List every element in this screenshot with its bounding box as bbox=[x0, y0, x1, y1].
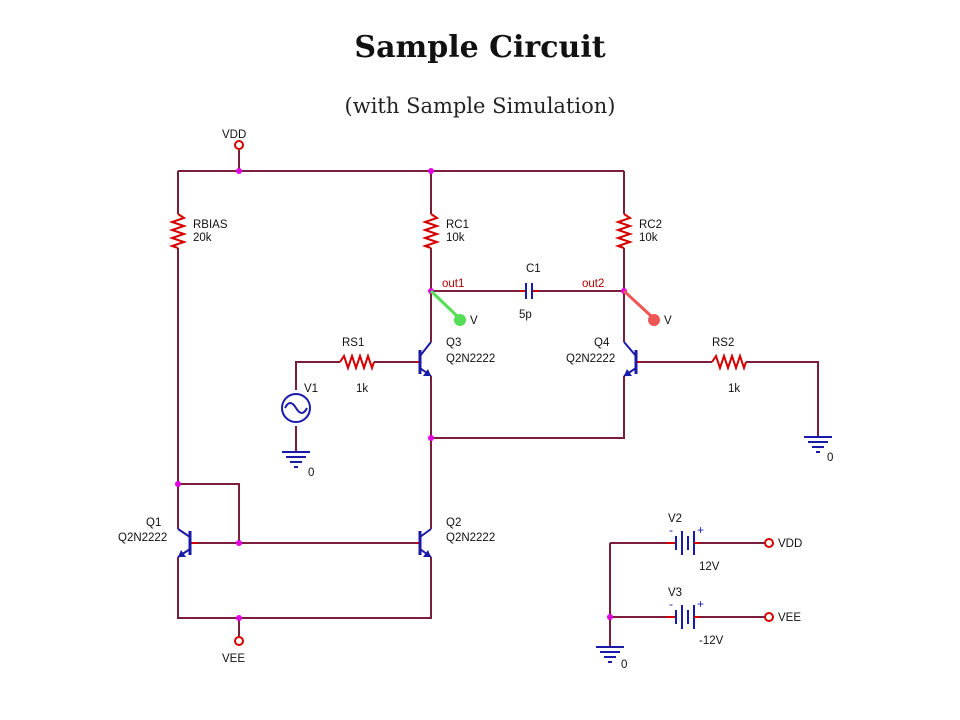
rbias-name: RBIAS bbox=[193, 219, 228, 231]
rc2-name: RC2 bbox=[639, 219, 662, 231]
ground-label: 0 bbox=[308, 467, 314, 479]
wire-rs2-ground bbox=[746, 361, 819, 436]
page-title: Sample Circuit bbox=[354, 30, 606, 65]
vee-bottom-label: VEE bbox=[222, 653, 245, 665]
v1-name: V1 bbox=[304, 383, 318, 395]
q2-name: Q2 bbox=[446, 517, 461, 529]
ground-label: 0 bbox=[827, 452, 833, 464]
svg-text:+: + bbox=[697, 597, 704, 611]
page-subtitle: (with Sample Simulation) bbox=[344, 94, 616, 118]
rs2-name: RS2 bbox=[712, 337, 734, 349]
probe-red-label: V bbox=[664, 315, 672, 327]
v3-name: V3 bbox=[668, 587, 682, 599]
rs2-value: 1k bbox=[728, 383, 740, 395]
junction-dot bbox=[236, 615, 242, 621]
sine-wave-icon: V1 bbox=[281, 383, 318, 423]
rs1-name: RS1 bbox=[342, 337, 364, 349]
c1-name: C1 bbox=[526, 263, 541, 275]
wire-v1-rs1 bbox=[295, 361, 340, 390]
transistor-q2: Q2 Q2N2222 bbox=[416, 517, 495, 558]
svg-text:-: - bbox=[669, 523, 673, 537]
junction-dot bbox=[428, 168, 434, 174]
net-label-out2: out2 bbox=[582, 278, 604, 290]
v2-name: V2 bbox=[668, 513, 682, 525]
resistor-rs2: RS2 1k bbox=[711, 337, 747, 395]
resistor-rs1: RS1 1k bbox=[339, 337, 375, 395]
v3-value: -12V bbox=[699, 635, 724, 647]
transistor-q3: Q3 Q2N2222 bbox=[416, 337, 495, 377]
transistor-q4: Q4 Q2N2222 bbox=[566, 337, 640, 377]
ground-icon: 0 bbox=[282, 451, 314, 479]
battery-icon: - + V3 -12V bbox=[666, 587, 724, 647]
vee-bottom-port: VEE bbox=[222, 636, 245, 665]
vdd-supply-port: VDD bbox=[764, 538, 802, 550]
battery-icon: - + V2 12V bbox=[666, 513, 720, 573]
q1-name: Q1 bbox=[146, 517, 161, 529]
resistor-rbias: RBIAS 20k bbox=[168, 213, 228, 249]
junction-dot bbox=[607, 614, 613, 620]
q3-model: Q2N2222 bbox=[446, 353, 495, 365]
voltage-probe-icon[interactable]: V bbox=[622, 289, 672, 327]
ground-icon: 0 bbox=[804, 436, 833, 464]
q4-model: Q2N2222 bbox=[566, 353, 615, 365]
q4-name: Q4 bbox=[594, 337, 610, 349]
resistor-rc1: RC1 10k bbox=[421, 213, 469, 249]
wire-q1-collector-loop bbox=[178, 483, 240, 543]
wires bbox=[177, 150, 819, 646]
net-label-out1: out1 bbox=[442, 278, 464, 290]
c1-value: 5p bbox=[519, 309, 532, 321]
q1-model: Q2N2222 bbox=[118, 532, 167, 544]
transistor-q1: Q1 Q2N2222 bbox=[118, 517, 198, 558]
vdd-top-port: VDD bbox=[222, 129, 246, 150]
junctions bbox=[175, 168, 627, 621]
wire-q1-emitter bbox=[177, 557, 432, 619]
ground-icon: 0 bbox=[596, 646, 627, 671]
v2-value: 12V bbox=[699, 561, 720, 573]
vdd-top-label: VDD bbox=[222, 129, 246, 141]
rbias-value: 20k bbox=[193, 232, 212, 244]
rc1-name: RC1 bbox=[446, 219, 469, 231]
q3-name: Q3 bbox=[446, 337, 461, 349]
rs1-value: 1k bbox=[356, 383, 368, 395]
probe-green-label: V bbox=[470, 315, 478, 327]
junction-dot bbox=[236, 540, 242, 546]
vee-supply-label: VEE bbox=[778, 612, 801, 624]
svg-text:+: + bbox=[697, 523, 704, 537]
svg-text:-: - bbox=[669, 597, 673, 611]
voltage-probe-icon[interactable]: V bbox=[429, 289, 478, 327]
vee-supply-port: VEE bbox=[764, 612, 801, 624]
resistor-rc2: RC2 10k bbox=[614, 213, 662, 249]
ground-label: 0 bbox=[621, 659, 627, 671]
capacitor-c1: C1 5p bbox=[519, 263, 541, 321]
junction-dot bbox=[175, 481, 181, 487]
wire-emitter-tie bbox=[431, 376, 625, 439]
q2-model: Q2N2222 bbox=[446, 532, 495, 544]
vdd-supply-label: VDD bbox=[778, 538, 802, 550]
rc2-value: 10k bbox=[639, 232, 658, 244]
rc1-value: 10k bbox=[446, 232, 465, 244]
junction-dot bbox=[236, 168, 242, 174]
junction-dot bbox=[428, 435, 434, 441]
